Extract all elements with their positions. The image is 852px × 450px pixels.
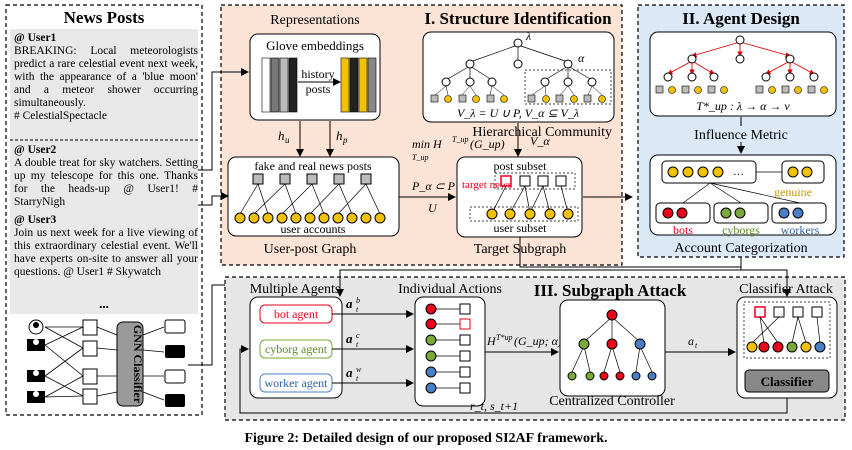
multiple-agents-label: Multiple Agents <box>250 282 341 297</box>
classifier-label: Classifier <box>761 374 814 389</box>
structure-title: I. Structure Identification <box>424 9 612 28</box>
posts-label: posts <box>306 82 331 96</box>
post-text: BREAKING: Local meteorologists predict a… <box>14 45 198 109</box>
workers-label: workers <box>781 223 820 237</box>
post-user3: @ User3 Join us next week for a live vie… <box>14 214 198 279</box>
user-icon <box>27 319 45 403</box>
post-user-name: @ User2 <box>14 144 57 156</box>
action-worker-label: a <box>346 365 353 380</box>
gnn-classifier-label: GNN Classifier <box>131 325 145 404</box>
account-categorization-label: Account Categorization <box>674 241 807 256</box>
post-user-name: @ User3 <box>14 214 57 226</box>
min-entropy-args: (G_up) <box>470 137 505 151</box>
min-entropy-label: min H <box>412 137 443 151</box>
bots-label: bots <box>673 223 693 237</box>
tree-node <box>441 38 597 87</box>
u-label: U <box>428 201 438 215</box>
post-text: A double treat for sky watchers. Setting… <box>14 157 198 208</box>
reward-state-label: r_t, s_t+1 <box>470 399 518 413</box>
hierarchical-community-label: Hierarchical Community <box>472 125 612 140</box>
post-subset-label: post subset <box>493 159 547 173</box>
user-accounts-label: user accounts <box>281 222 346 236</box>
action-bot-label: a <box>346 296 353 311</box>
leaf-node <box>430 94 606 103</box>
influence-metric-label: Influence Metric <box>694 128 788 143</box>
post-user2: @ User2 A double treat for sky watchers.… <box>14 144 198 209</box>
individual-actions-label: Individual Actions <box>398 282 502 297</box>
svg-text:t: t <box>356 374 359 383</box>
svg-text:t: t <box>695 341 698 350</box>
min-entropy-sup: T_up <box>452 135 468 144</box>
classifier-box <box>744 369 830 393</box>
svg-text:w: w <box>356 365 362 374</box>
v-alpha-label: V_α <box>530 134 550 148</box>
hu-subscript: u <box>285 135 290 145</box>
glove-label: Glove embeddings <box>266 38 364 53</box>
news-posts-graph-label: fake and real news posts <box>254 159 372 173</box>
cyborg-agent-label: cyborg agent <box>265 342 328 356</box>
min-entropy-sub: T_up <box>412 153 428 162</box>
post-text: Join us next week for a live viewing of … <box>14 227 198 278</box>
user-subset-label: user subset <box>494 221 548 235</box>
hp-label: h <box>336 128 343 143</box>
svg-text:t: t <box>356 305 359 314</box>
svg-text:…: … <box>733 166 744 178</box>
lambda-label: λ <box>525 29 531 43</box>
optimal-tree-label: T*_up : λ → α → ν <box>696 99 790 113</box>
user-post-graph-label: User-post Graph <box>264 242 357 257</box>
joint-action-label: a <box>688 334 694 348</box>
post-hashtag: # CelestialSpectacle <box>14 110 107 122</box>
worker-agent-label: worker agent <box>265 376 329 390</box>
framework-diagram: News Posts ... GNN Classifier <box>5 4 846 421</box>
agent-design-panel: II. Agent Design T*_up : λ → α → ν <box>637 4 845 258</box>
svg-text:T*up: T*up <box>496 333 512 342</box>
hu-label: h <box>278 128 285 143</box>
news-posts-title: News Posts <box>64 8 145 27</box>
genuine-label: genuine <box>774 185 812 199</box>
user-node <box>234 212 386 224</box>
embedding-matrix <box>261 57 377 113</box>
bot-agent-label: bot agent <box>274 307 319 321</box>
entropy-action-label: H <box>486 334 497 348</box>
tree-equation: V_λ = U ∪ P, V_α ⊆ V_λ <box>457 106 579 120</box>
posts-ellipsis: ... <box>99 296 109 311</box>
svg-text:t: t <box>356 340 359 349</box>
hp-subscript: p <box>342 135 348 145</box>
gnn-classifier-box <box>116 321 144 407</box>
alpha-label: α <box>578 51 585 65</box>
structure-identification-panel: I. Structure Identification Representati… <box>220 4 623 266</box>
action-cyborg-label: a <box>346 331 353 346</box>
agent-design-title: II. Agent Design <box>682 9 800 28</box>
cyborgs-label: cyborgs <box>722 223 760 237</box>
individual-actions-box <box>414 296 486 407</box>
post-user1: @ User1 BREAKING: Local meteorologists p… <box>14 32 198 123</box>
svg-text:b: b <box>356 296 360 305</box>
svg-text:c: c <box>356 331 360 340</box>
classifier-attack-label: Classifier Attack <box>739 282 833 297</box>
subgraph-attack-title: III. Subgraph Attack <box>534 281 687 300</box>
news-posts-panel: News Posts ... GNN Classifier <box>5 4 203 416</box>
figure-caption: Figure 2: Detailed design of our propose… <box>244 431 608 446</box>
target-news-label: target news <box>462 179 512 191</box>
entropy-action-args: (G_up; α) <box>514 334 562 348</box>
result-icon <box>164 319 186 407</box>
p-alpha-label: P_α ⊂ P <box>411 179 456 193</box>
history-label: history <box>301 67 334 81</box>
post-user-name: @ User1 <box>14 32 57 44</box>
subgraph-attack-panel: III. Subgraph Attack Multiple Agents bot… <box>224 276 846 421</box>
post-icon <box>82 319 98 405</box>
representations-label: Representations <box>270 13 359 28</box>
hierarchy-tree-box <box>422 31 615 123</box>
centralized-controller-label: Centralized Controller <box>549 394 675 409</box>
